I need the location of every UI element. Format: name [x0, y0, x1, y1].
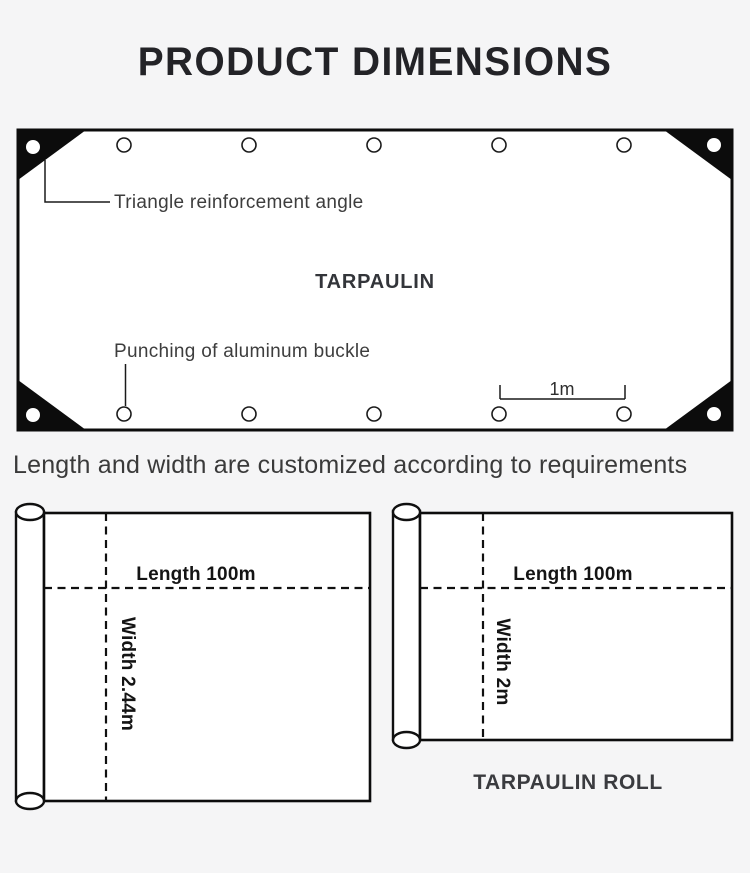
grommet-icon — [116, 406, 132, 422]
roll-sheet — [418, 511, 734, 742]
roll-core-bottom-cap — [14, 791, 46, 811]
tarpaulin-sheet — [16, 128, 734, 432]
width-label: Width 2m — [492, 619, 513, 706]
grommet-spacing-measure: 1m — [499, 379, 626, 400]
corner-grommet-icon — [707, 138, 721, 152]
corner-grommet-icon — [707, 407, 721, 421]
grommet-icon — [616, 137, 632, 153]
grommet-icon — [366, 137, 382, 153]
measure-label: 1m — [549, 379, 574, 399]
length-label: Length 100m — [136, 564, 255, 585]
customization-note: Length and width are customized accordin… — [13, 451, 688, 479]
punching-note-label: Punching of aluminum buckle — [114, 341, 370, 362]
roll-core-tube — [391, 509, 422, 742]
triangle-note-label: Triangle reinforcement angle — [114, 192, 364, 213]
roll-core-top-cap — [391, 502, 422, 522]
tarpaulin-diagram: Triangle reinforcement angle TARPAULIN P… — [16, 128, 734, 432]
triangle-note-leader-line — [44, 160, 110, 203]
grommet-icon — [491, 406, 507, 422]
roll-core-tube — [14, 510, 46, 803]
page-title: PRODUCT DIMENSIONS — [137, 40, 613, 84]
bottom-grommet-row — [116, 406, 632, 422]
roll-diagram-left: Length 100m Width 2.44m — [14, 502, 372, 811]
roll-core-top-cap — [14, 502, 46, 522]
roll-diagram-right: Length 100m Width 2m — [391, 502, 734, 750]
grommet-icon — [366, 406, 382, 422]
grommet-icon — [491, 137, 507, 153]
grommet-icon — [241, 406, 257, 422]
grommet-icon — [116, 137, 132, 153]
top-grommet-row — [116, 137, 632, 153]
roll-sheet — [42, 511, 372, 803]
tarpaulin-roll-diagrams: Length 100m Width 2.44m Length 100m Widt… — [14, 502, 734, 811]
tarpaulin-label: TARPAULIN — [315, 271, 435, 293]
roll-core-bottom-cap — [391, 730, 422, 750]
roll-caption: TARPAULIN ROLL — [473, 771, 663, 794]
length-label: Length 100m — [513, 564, 632, 585]
grommet-icon — [616, 406, 632, 422]
grommet-icon — [241, 137, 257, 153]
corner-grommet-icon — [26, 140, 40, 154]
width-label: Width 2.44m — [117, 617, 138, 731]
corner-grommet-icon — [26, 408, 40, 422]
